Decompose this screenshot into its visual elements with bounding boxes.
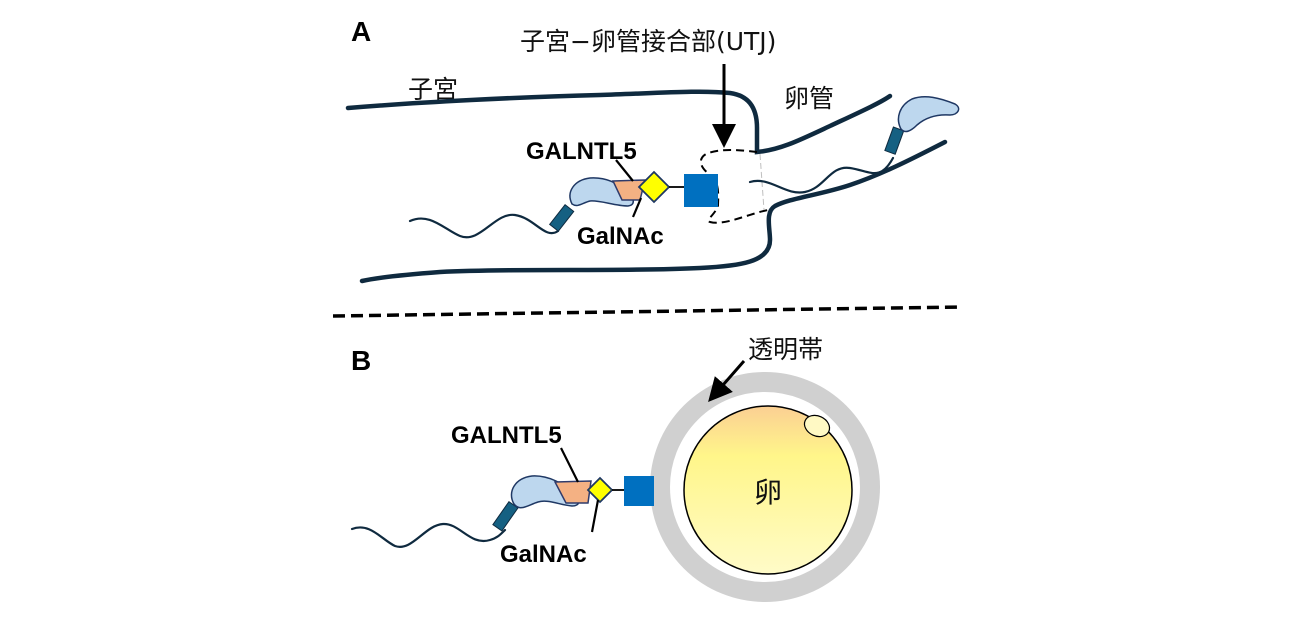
panel-a: A 子宮−卵管接合部(UTJ) 子宮 卵管 GALNTL5 GalNAc xyxy=(345,16,960,284)
panel-b: B 透明帯 卵 GALNTL5 GalNAc xyxy=(350,335,880,602)
polar-body xyxy=(803,414,831,438)
panel-a-label: A xyxy=(351,16,371,47)
zona-pellucida xyxy=(650,372,880,602)
molecule-complex-a xyxy=(611,159,718,218)
egg-label: 卵 xyxy=(754,476,782,509)
sperm-a-oviduct xyxy=(748,96,960,194)
sperm-tail xyxy=(350,522,507,548)
sperm-tail xyxy=(408,213,560,239)
uterus-upper-wall xyxy=(345,89,893,155)
panel-divider xyxy=(332,305,963,318)
oviduct-label: 卵管 xyxy=(784,84,834,113)
receptor-square xyxy=(624,476,654,506)
receptor-square xyxy=(684,174,718,207)
molecule-complex-b xyxy=(553,447,654,533)
galnac-leader xyxy=(631,197,643,218)
galntl5-label-a: GALNTL5 xyxy=(526,138,637,165)
galnac-label-a: GalNAc xyxy=(577,223,664,250)
galnac-sugar xyxy=(637,170,671,204)
utj-title: 子宮−卵管接合部(UTJ) xyxy=(520,27,776,56)
galnac-leader xyxy=(590,499,600,533)
sperm-head xyxy=(897,96,960,133)
sperm-midpiece xyxy=(548,203,575,232)
galnac-sugar xyxy=(586,476,614,504)
galntl5-leader xyxy=(615,159,634,182)
uterus-lower-wall xyxy=(359,139,948,284)
egg-cell xyxy=(683,405,853,575)
panel-b-label: B xyxy=(351,345,371,376)
zona-label: 透明帯 xyxy=(748,335,823,364)
galntl5-leader xyxy=(560,447,579,483)
galntl5-label-b: GALNTL5 xyxy=(451,422,562,449)
sperm-b xyxy=(350,475,580,548)
sperm-midpiece xyxy=(492,500,519,532)
zona-arrow xyxy=(708,360,746,403)
sperm-tail xyxy=(748,156,895,194)
galntl5-protein xyxy=(553,480,592,504)
sperm-midpiece xyxy=(884,126,905,155)
galnac-label-b: GalNAc xyxy=(500,541,587,568)
